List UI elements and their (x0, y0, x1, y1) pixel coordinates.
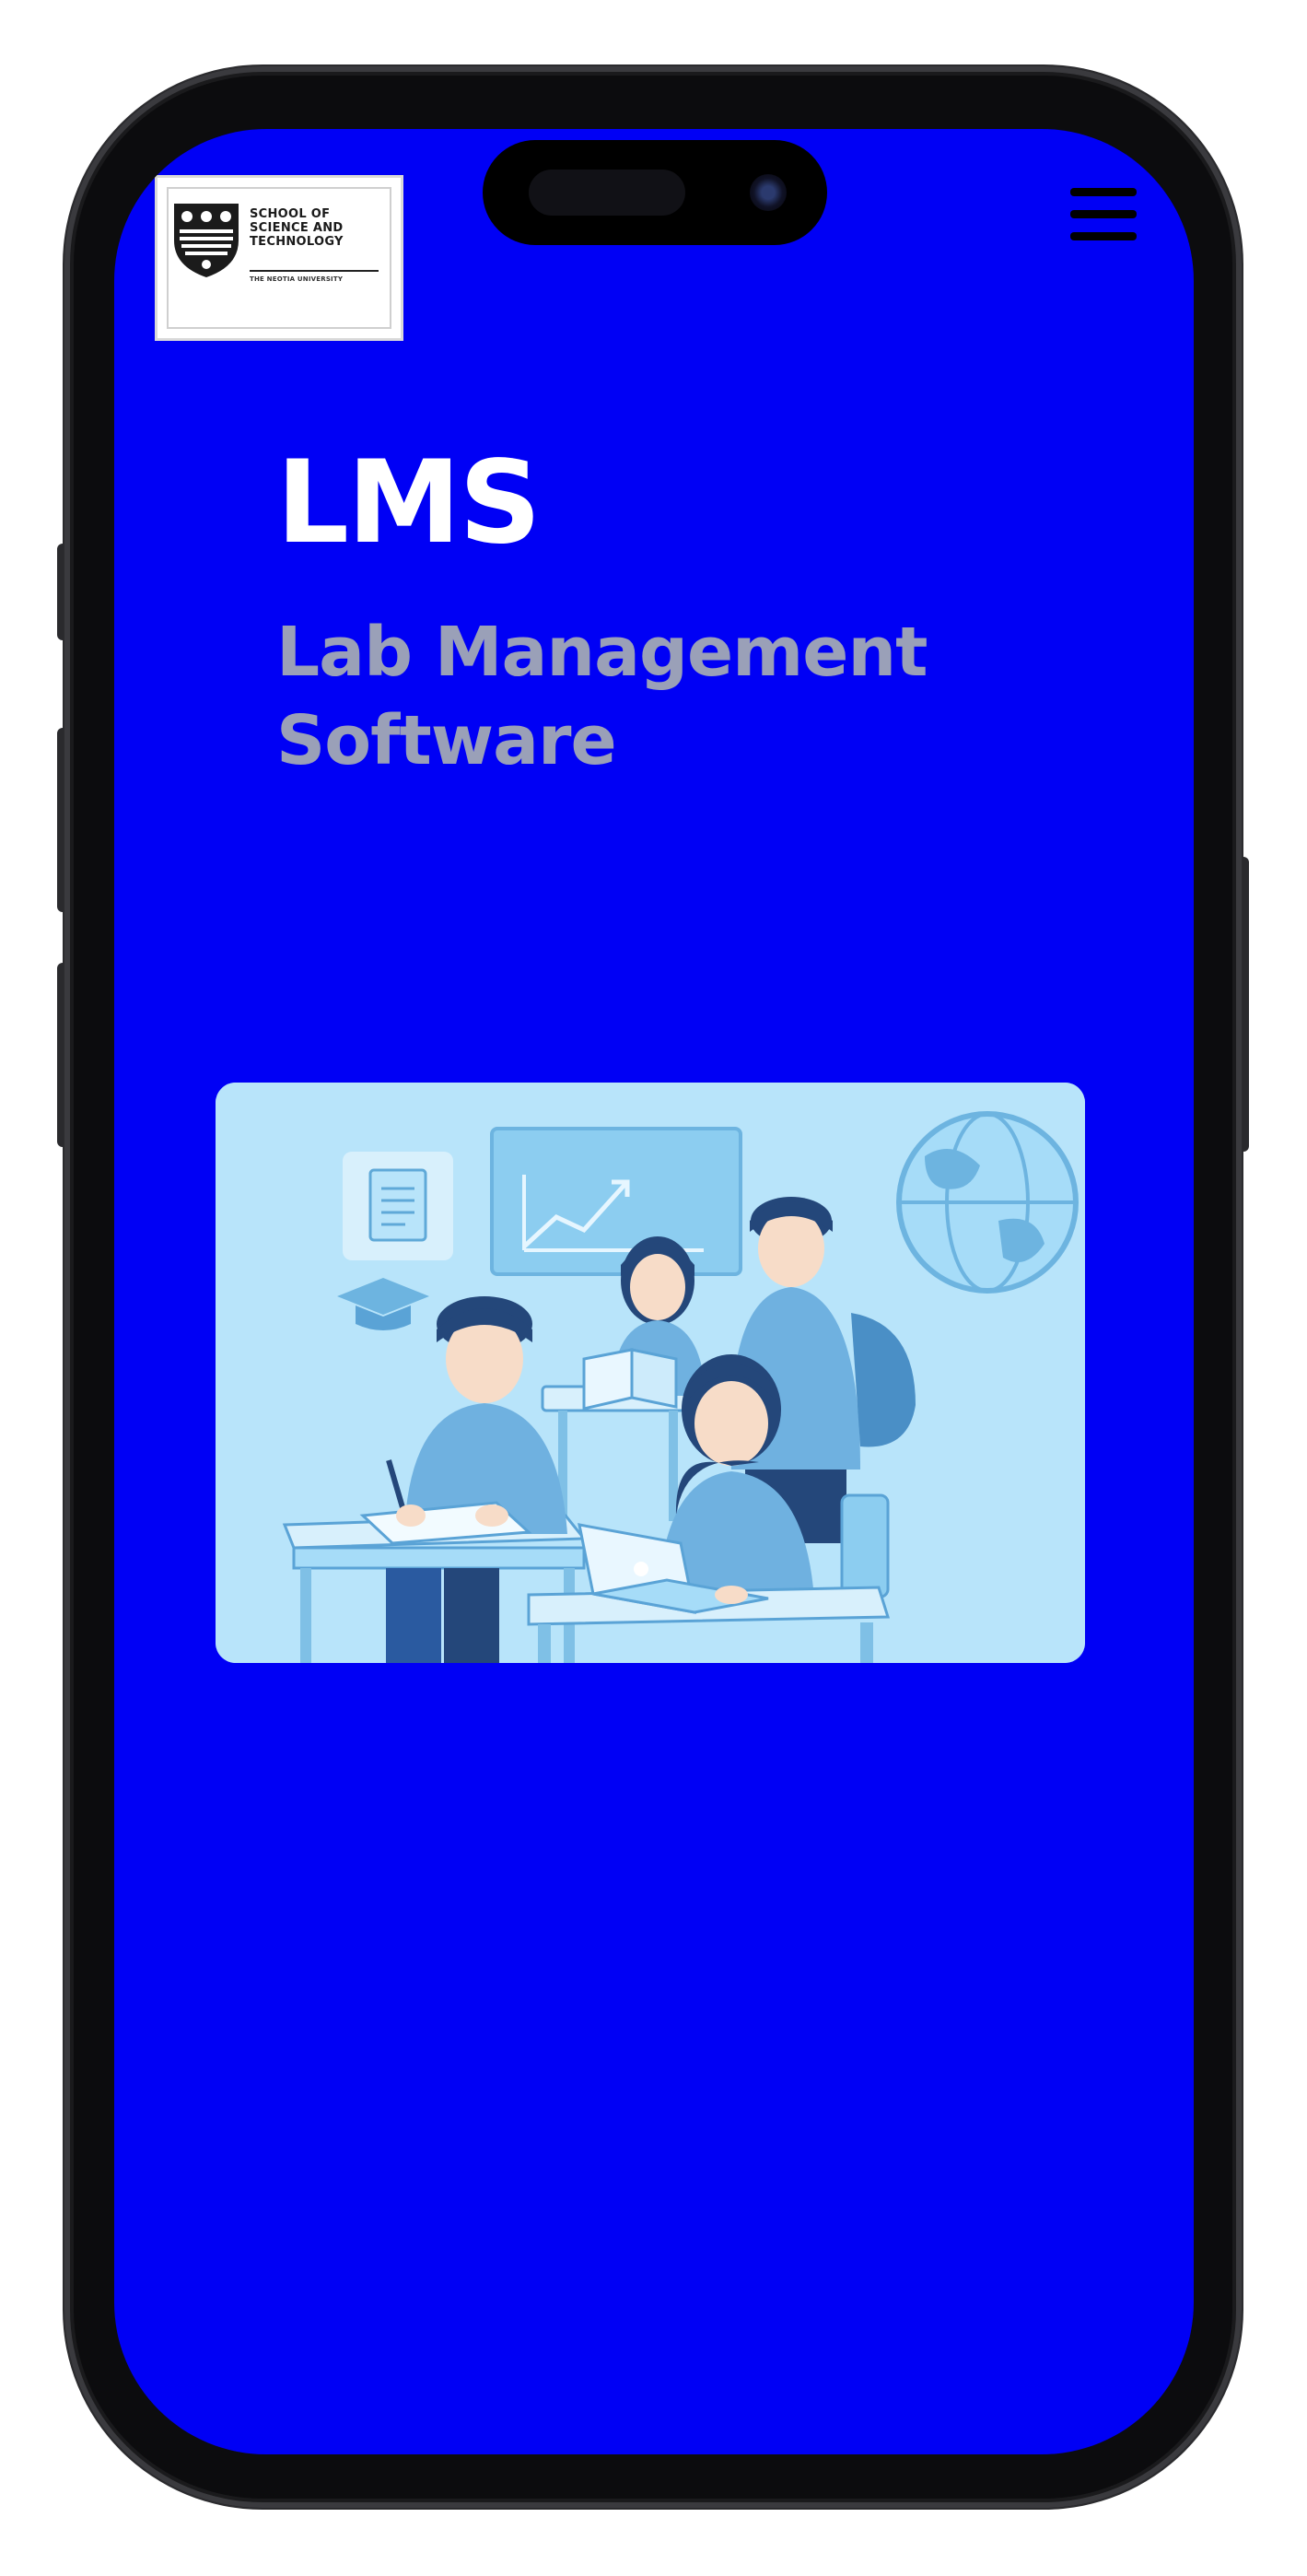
logo-line: SCHOOL OF (250, 207, 331, 221)
logo-line: SCIENCE AND (250, 221, 344, 235)
school-logo[interactable]: SCHOOL OF SCIENCE AND TECHNOLOGY THE NEO… (155, 175, 403, 341)
camera-icon (750, 174, 787, 211)
phone-screen: SCHOOL OF SCIENCE AND TECHNOLOGY THE NEO… (114, 129, 1194, 2454)
dynamic-island (483, 140, 827, 245)
logo-text: SCHOOL OF SCIENCE AND TECHNOLOGY (250, 207, 344, 249)
logo-line: TECHNOLOGY (250, 235, 344, 249)
logo-border (167, 187, 391, 329)
sensor-icon (529, 170, 685, 216)
crest-icon (174, 204, 239, 277)
students-studying-illustration (216, 1083, 1085, 1663)
logo-divider (250, 270, 379, 272)
page-title: LMS (276, 437, 542, 569)
page-subtitle: Lab Management Software (276, 613, 928, 780)
hamburger-menu-icon[interactable] (1067, 182, 1140, 249)
logo-tagline: THE NEOTIA UNIVERSITY (250, 275, 344, 283)
